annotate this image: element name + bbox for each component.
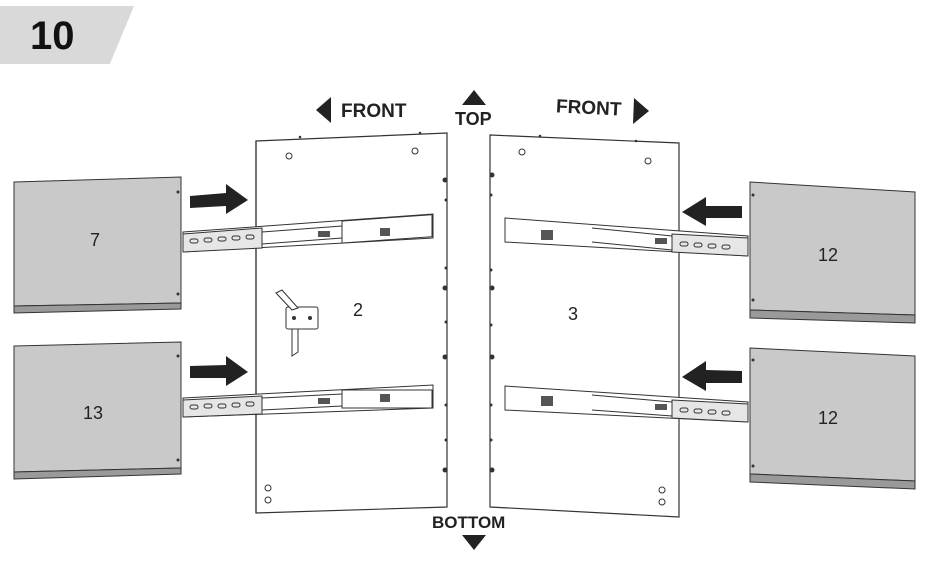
side-panel-right <box>489 134 680 518</box>
drawer-panel-bottom-left <box>13 341 182 480</box>
panel-label-right-side: 3 <box>568 304 578 324</box>
drawer-slide-right-bottom <box>504 385 749 423</box>
bottom-label: BOTTOM <box>432 513 505 532</box>
front-right-label: FRONT <box>555 96 622 120</box>
top-label: TOP <box>455 109 492 129</box>
drawer-panel-bottom-right <box>749 347 916 490</box>
panel-label-drawer-bottom-left: 13 <box>83 403 103 423</box>
panel-label-drawer-top-right: 12 <box>818 245 838 265</box>
drawer-slide-left-top <box>182 213 434 253</box>
front-right-arrow-icon <box>633 98 649 124</box>
bottom-arrow-icon <box>462 535 486 550</box>
drawer-slide-left-bottom <box>182 384 434 418</box>
panel-label-left-side: 2 <box>353 300 363 320</box>
drawer-slide-right-top <box>504 217 749 257</box>
insert-arrow-icon-bottom-right <box>682 361 742 391</box>
top-arrow-icon <box>462 90 486 105</box>
step-badge: 10 <box>0 6 134 64</box>
drawer-panel-top-right <box>749 181 916 324</box>
insert-arrow-icon-top-left <box>190 184 248 214</box>
panel-label-drawer-bottom-right: 12 <box>818 408 838 428</box>
front-left-arrow-icon <box>316 97 331 123</box>
latch-hardware-icon <box>275 289 319 357</box>
panel-label-drawer-top-left: 7 <box>90 230 100 250</box>
step-number: 10 <box>30 14 75 58</box>
insert-arrow-icon-bottom-left <box>190 356 248 386</box>
front-left-label: FRONT <box>341 101 407 122</box>
insert-arrow-icon-top-right <box>682 197 742 226</box>
side-panel-left <box>255 131 448 514</box>
drawer-panel-top-left <box>13 176 182 314</box>
